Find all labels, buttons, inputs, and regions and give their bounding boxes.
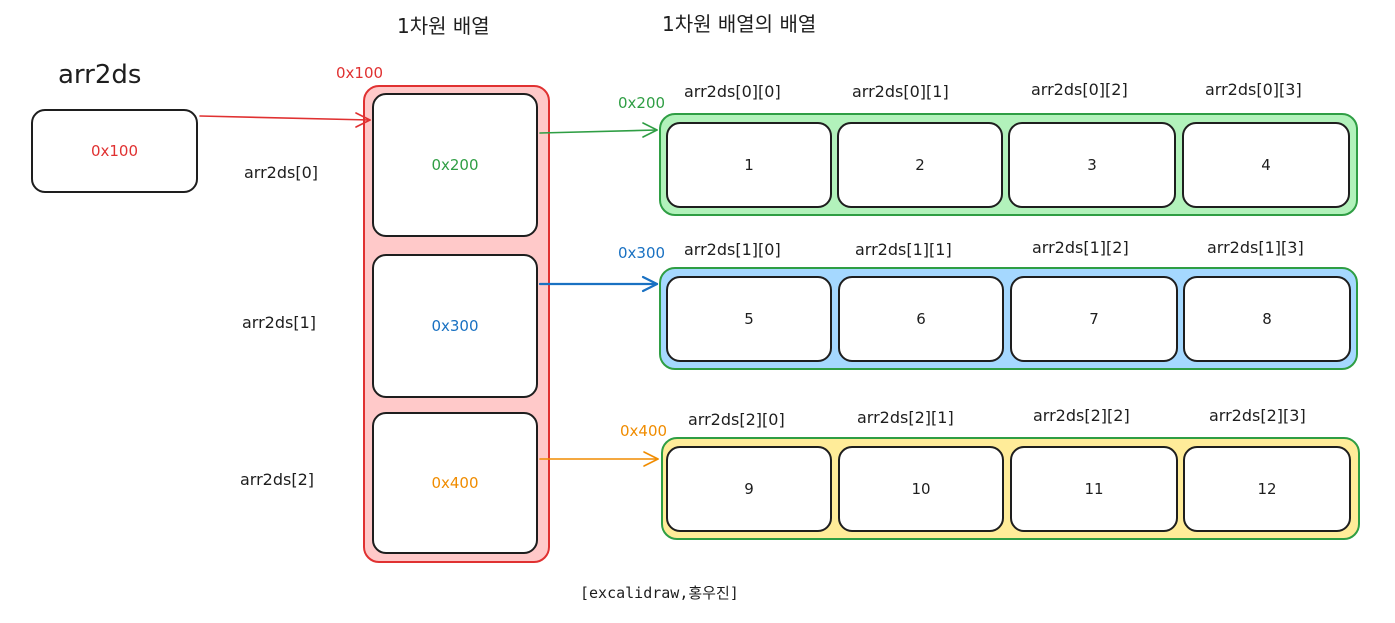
arrow-var-to-outer [199,112,371,128]
inner-cell: 2 [837,122,1003,208]
inner-cell-value: 11 [1084,480,1104,498]
title-array-of-arrays: 1차원 배열의 배열 [662,12,817,36]
caption: [excalidraw,홍우진] [580,584,739,602]
inner-header: arr2ds[2][0] [688,410,785,429]
variable-value: 0x100 [90,142,139,160]
inner-cell: 11 [1010,446,1178,532]
inner-header: arr2ds[0][2] [1031,80,1128,99]
outer-row-label: arr2ds[1] [242,313,317,332]
inner-cell-value: 8 [1262,310,1272,328]
outer-row-label: arr2ds[0] [244,163,319,182]
inner-header: arr2ds[2][3] [1209,406,1306,425]
inner-cell: 12 [1183,446,1351,532]
inner-cell: 5 [666,276,832,362]
outer-row-label: arr2ds[2] [240,470,315,489]
inner-cell-value: 6 [916,310,926,328]
outer-cell-0: 0x200 [372,93,538,237]
outer-cell-value: 0x400 [431,474,479,492]
inner-cell: 3 [1008,122,1176,208]
outer-cell-value: 0x200 [431,156,479,174]
inner-cell-value: 1 [744,156,754,174]
inner-cell: 8 [1183,276,1351,362]
inner-header: arr2ds[1][1] [855,240,952,259]
inner-header: arr2ds[2][2] [1033,406,1130,425]
outer-cell-2: 0x400 [372,412,538,554]
inner-cell-value: 9 [744,480,754,498]
variable-name: arr2ds [58,60,142,90]
inner-array-address: 0x300 [618,244,666,262]
inner-header: arr2ds[0][0] [684,82,781,101]
inner-cell: 10 [838,446,1004,532]
inner-cell: 7 [1010,276,1178,362]
outer-array-address: 0x100 [336,64,384,82]
inner-cell-value: 3 [1087,156,1097,174]
inner-cell: 4 [1182,122,1350,208]
outer-cell-value: 0x300 [431,317,479,335]
inner-cell-value: 12 [1257,480,1277,498]
inner-header: arr2ds[0][3] [1205,80,1302,99]
inner-cell: 1 [666,122,832,208]
inner-header: arr2ds[1][2] [1032,238,1129,257]
inner-array-address: 0x200 [618,94,666,112]
outer-cell-1: 0x300 [372,254,538,398]
inner-cell-value: 7 [1089,310,1099,328]
inner-cell: 6 [838,276,1004,362]
inner-header: arr2ds[0][1] [852,82,949,101]
inner-cell-value: 4 [1261,156,1271,174]
variable-box: 0x100 [31,109,198,193]
inner-cell: 9 [666,446,832,532]
title-one-dim-array: 1차원 배열 [397,14,490,38]
arrow-row0-to-inner0 [539,122,658,138]
arrow-row1-to-inner1 [538,275,659,293]
inner-cell-value: 2 [915,156,925,174]
arrow-row2-to-inner2 [539,451,659,467]
inner-header: arr2ds[1][0] [684,240,781,259]
inner-header: arr2ds[2][1] [857,408,954,427]
inner-cell-value: 5 [744,310,754,328]
inner-array-address: 0x400 [620,422,668,440]
inner-header: arr2ds[1][3] [1207,238,1304,257]
inner-cell-value: 10 [911,480,931,498]
